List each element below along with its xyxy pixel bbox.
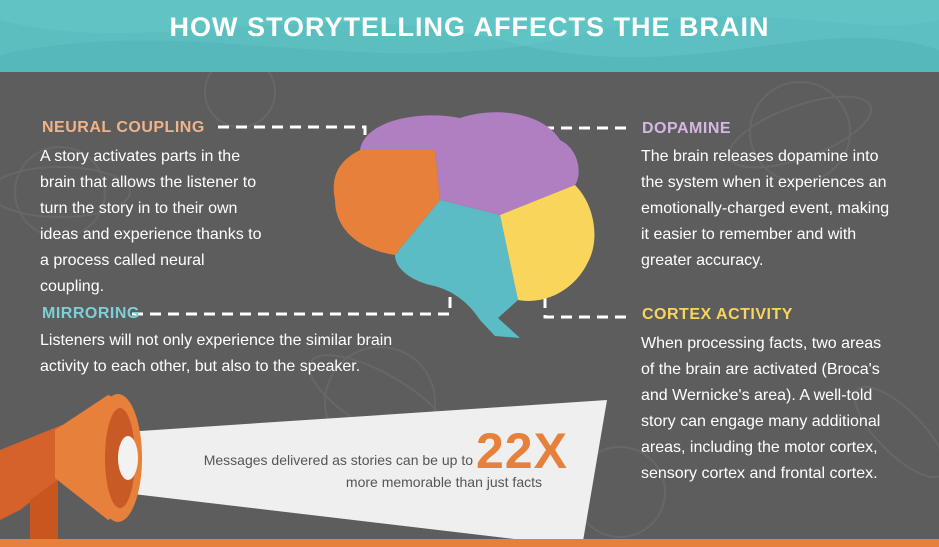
text-line: a process called neural <box>40 252 205 269</box>
text-line: A story activates parts in the <box>40 148 241 165</box>
stat-line-1: Messages delivered as stories can be up … <box>203 452 473 468</box>
stat-number: 22X <box>476 423 568 479</box>
dopamine-heading: DOPAMINE <box>642 120 732 137</box>
mirroring-heading: MIRRORING <box>42 305 140 322</box>
cortex-activity-heading: CORTEX ACTIVITY <box>642 306 793 323</box>
header-wave-pattern <box>0 0 939 72</box>
text-line: of the brain are activated (Broca's <box>641 361 880 378</box>
bottom-accent-bar <box>0 539 939 547</box>
header-banner: HOW STORYTELLING AFFECTS THE BRAIN <box>0 0 939 72</box>
text-line: emotionally-charged event, making <box>641 200 890 217</box>
mirroring-text: Listeners will not only experience the s… <box>40 328 500 380</box>
stat-line-2: more memorable than just facts <box>345 474 542 490</box>
text-line: greater accuracy. <box>641 252 764 269</box>
text-line: areas, including the motor cortex, <box>641 439 878 456</box>
text-line: ideas and experience thanks to <box>40 226 262 243</box>
text-line: story can engage many additional <box>641 413 881 430</box>
text-line: brain that allows the listener to <box>40 174 257 191</box>
text-line: Listeners will not only experience the s… <box>40 332 393 349</box>
neural-coupling-text: A story activates parts in the brain tha… <box>40 144 340 300</box>
cortex-activity-text: When processing facts, two areas of the … <box>641 331 936 487</box>
text-line: sensory cortex and frontal cortex. <box>641 465 878 482</box>
text-line: it easier to remember and with <box>641 226 857 243</box>
text-line: turn the story in to their own <box>40 200 238 217</box>
text-line: the system when it experiences an <box>641 174 887 191</box>
page-title: HOW STORYTELLING AFFECTS THE BRAIN <box>169 12 770 42</box>
text-line: and Wernicke's area). A well-told <box>641 387 873 404</box>
text-line: coupling. <box>40 278 105 295</box>
text-line: The brain releases dopamine into <box>641 148 879 165</box>
text-line: When processing facts, two areas <box>641 335 882 352</box>
dopamine-text: The brain releases dopamine into the sys… <box>641 144 931 274</box>
text-line: activity to each other, but also to the … <box>40 358 361 375</box>
neural-coupling-heading: NEURAL COUPLING <box>42 119 205 136</box>
background-pattern <box>0 72 939 538</box>
